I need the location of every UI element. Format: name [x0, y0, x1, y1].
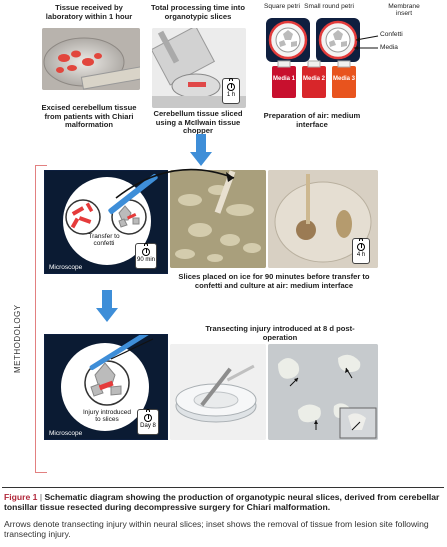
label-small-round-petri: Small round petri [304, 3, 354, 10]
label-square-petri: Square petri [264, 3, 300, 10]
timer-icon: 1 h [222, 78, 240, 104]
down-arrow-mid [96, 290, 118, 322]
label-confetti: Confetti [380, 31, 403, 38]
figure-separator: | [39, 492, 43, 502]
transfer-label: Transfer to confetti [88, 233, 120, 248]
slice-culture-photo: 4 h [268, 170, 378, 268]
tissue-in-dish-photo [42, 28, 140, 90]
media-prep-diagram: Square petri Small round petri Membrane … [258, 3, 446, 112]
methodology-bracket [35, 165, 47, 473]
lesion-microscopy-photo [268, 344, 378, 440]
timer-label: Day 8 [140, 423, 156, 429]
injury-label: Injury introduced to slices [82, 409, 132, 424]
timer-icon: 90 min [135, 243, 157, 269]
figure-caption-title: Figure 1 | Schematic diagram showing the… [4, 492, 442, 513]
step1-top-caption: Tissue received by laboratory within 1 h… [45, 3, 133, 21]
caption-divider [2, 487, 444, 488]
injury-title: Transecting injury introduced at 8 d pos… [205, 324, 355, 343]
figure-caption-body: Arrows denote transecting injury within … [4, 519, 429, 540]
timer-label: 1 h [226, 92, 236, 98]
timer-label: 4 h [356, 252, 366, 258]
label-membrane-insert: Membrane insert [388, 3, 420, 17]
timer-icon: Day 8 [137, 409, 159, 435]
timer-label: 90 min [136, 257, 155, 263]
injury-schematic: Injury introduced to slices Microscope D… [44, 334, 168, 440]
transfer-curved-arrow [115, 168, 235, 199]
tissue-chopper-photo: 1 h [152, 28, 246, 108]
step1-bottom-caption: Excised cerebellum tissue from patients … [41, 103, 137, 130]
step2-bottom-caption: Cerebellum tissue sliced using a McIlwai… [153, 109, 243, 136]
figure-label: Figure 1 [4, 492, 38, 502]
step3-bottom-caption: Preparation of air: medium interface [263, 111, 361, 129]
media-bottle-1-label: Media 1 [272, 76, 295, 82]
media-bottle-2-label: Media 2 [302, 76, 325, 82]
media-bottle-3-label: Media 3 [332, 76, 355, 82]
transfer-schematic: Transfer to confetti Microscope 90 min [44, 170, 168, 274]
slices-on-ice-photo [170, 170, 266, 268]
label-media: Media [380, 44, 398, 51]
microscope-label-1: Microscope [49, 264, 83, 271]
timer-icon: 4 h [352, 238, 370, 264]
injury-dish-photo [170, 344, 266, 440]
figure-title: Schematic diagram showing the production… [4, 492, 440, 513]
slices-on-ice-caption: Slices placed on ice for 90 minutes befo… [178, 272, 370, 291]
microscope-label-2: Microscope [49, 430, 83, 437]
step2-top-caption: Total processing time into organotypic s… [151, 3, 245, 21]
down-arrow-top [190, 134, 212, 166]
methodology-label: METHODOLOGY [13, 304, 22, 373]
